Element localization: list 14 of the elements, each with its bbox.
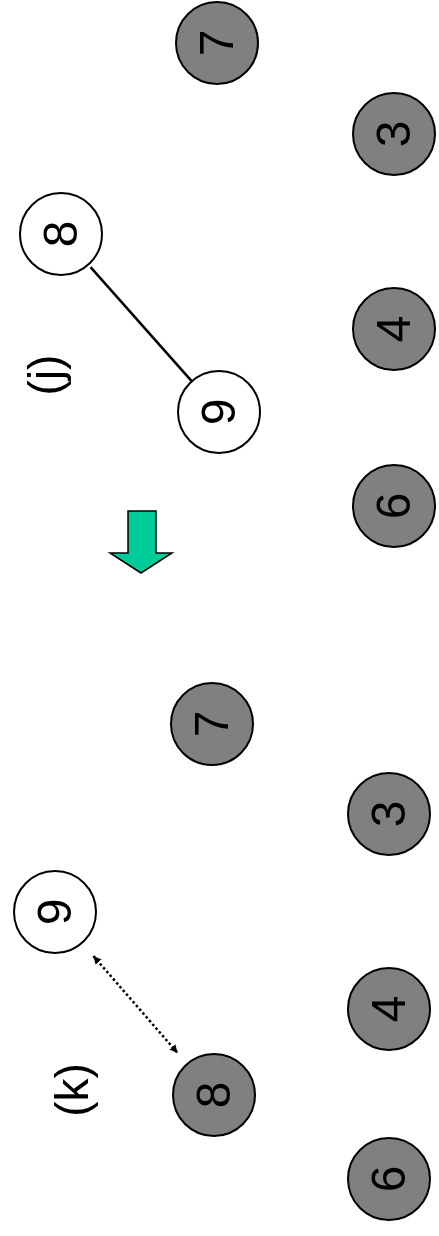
number-circle: 4 — [352, 287, 436, 371]
number-circle: 8 — [19, 192, 103, 276]
arrow — [92, 955, 179, 1054]
connector-line — [89, 266, 193, 382]
number-circle: 3 — [347, 772, 431, 856]
number-circle: 6 — [352, 464, 436, 548]
number-circle: 7 — [175, 1, 259, 85]
number-circle: 6 — [347, 1137, 431, 1221]
number-circle: 4 — [347, 967, 431, 1051]
number-circle: 7 — [170, 682, 254, 766]
number-circle: 3 — [352, 92, 436, 176]
number-circle: 9 — [13, 870, 97, 954]
number-circle: 9 — [177, 370, 261, 454]
number-circle: 8 — [172, 1053, 256, 1137]
